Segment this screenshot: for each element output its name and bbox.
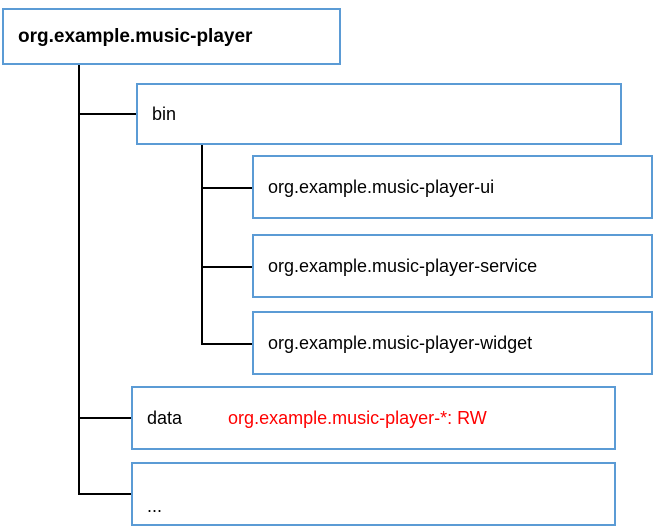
connector-root-trunk [78, 65, 80, 495]
connector-bin-to-service [201, 266, 254, 268]
node-root-label: org.example.music-player [18, 26, 253, 47]
node-data-permission-annotation: org.example.music-player-*: RW [228, 408, 487, 428]
node-data-label: data [147, 408, 183, 428]
connector-root-to-data [78, 417, 133, 419]
connector-root-to-more [78, 493, 133, 495]
node-bin-ui-label: org.example.music-player-ui [268, 177, 495, 197]
node-root[interactable]: org.example.music-player [2, 8, 341, 65]
node-bin-service[interactable]: org.example.music-player-service [252, 234, 653, 298]
node-more[interactable]: ... [131, 462, 616, 526]
node-more-label: ... [147, 496, 163, 516]
connector-bin-trunk [201, 145, 203, 345]
node-bin-ui[interactable]: org.example.music-player-ui [252, 155, 653, 219]
node-bin[interactable]: bin [136, 83, 622, 145]
node-data[interactable]: data org.example.music-player-*: RW [131, 386, 616, 450]
connector-bin-to-ui [201, 187, 254, 189]
node-bin-widget[interactable]: org.example.music-player-widget [252, 311, 653, 375]
connector-bin-to-widget [201, 343, 254, 345]
node-bin-service-label: org.example.music-player-service [268, 256, 538, 276]
node-bin-label: bin [152, 104, 177, 124]
node-bin-widget-label: org.example.music-player-widget [268, 333, 533, 353]
connector-root-to-bin [78, 113, 138, 115]
